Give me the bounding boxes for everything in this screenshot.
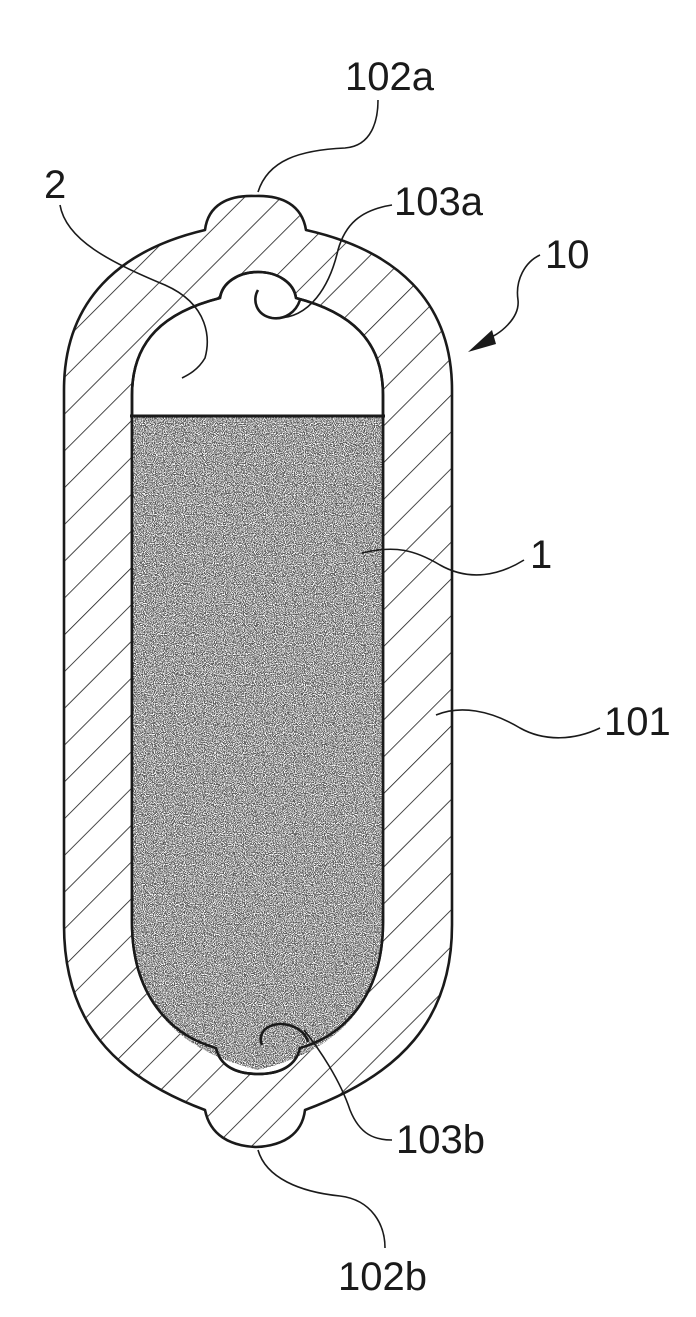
leader-1 (361, 548, 525, 576)
inner-dimple-103b (259, 1022, 310, 1046)
leader-2 (59, 204, 208, 379)
label-1: 1 (530, 533, 552, 577)
leader-10 (483, 254, 541, 341)
label-2: 2 (44, 163, 66, 207)
label-102b: 102b (338, 1255, 427, 1299)
inner-cavity-outline (130, 270, 385, 1076)
leader-10-arrowhead (468, 330, 496, 352)
powder-fill-1 (132, 417, 383, 1070)
label-101: 101 (604, 700, 671, 744)
leader-101 (435, 709, 601, 739)
label-10: 10 (545, 233, 590, 277)
label-103a: 103a (394, 180, 484, 224)
leader-102a (257, 99, 379, 193)
leader-103a (273, 204, 393, 319)
leader-103b (303, 1029, 393, 1141)
inner-dimple-103a (254, 289, 302, 320)
leader-102b (257, 1149, 386, 1249)
label-102a: 102a (345, 55, 435, 99)
label-103b: 103b (396, 1118, 485, 1162)
